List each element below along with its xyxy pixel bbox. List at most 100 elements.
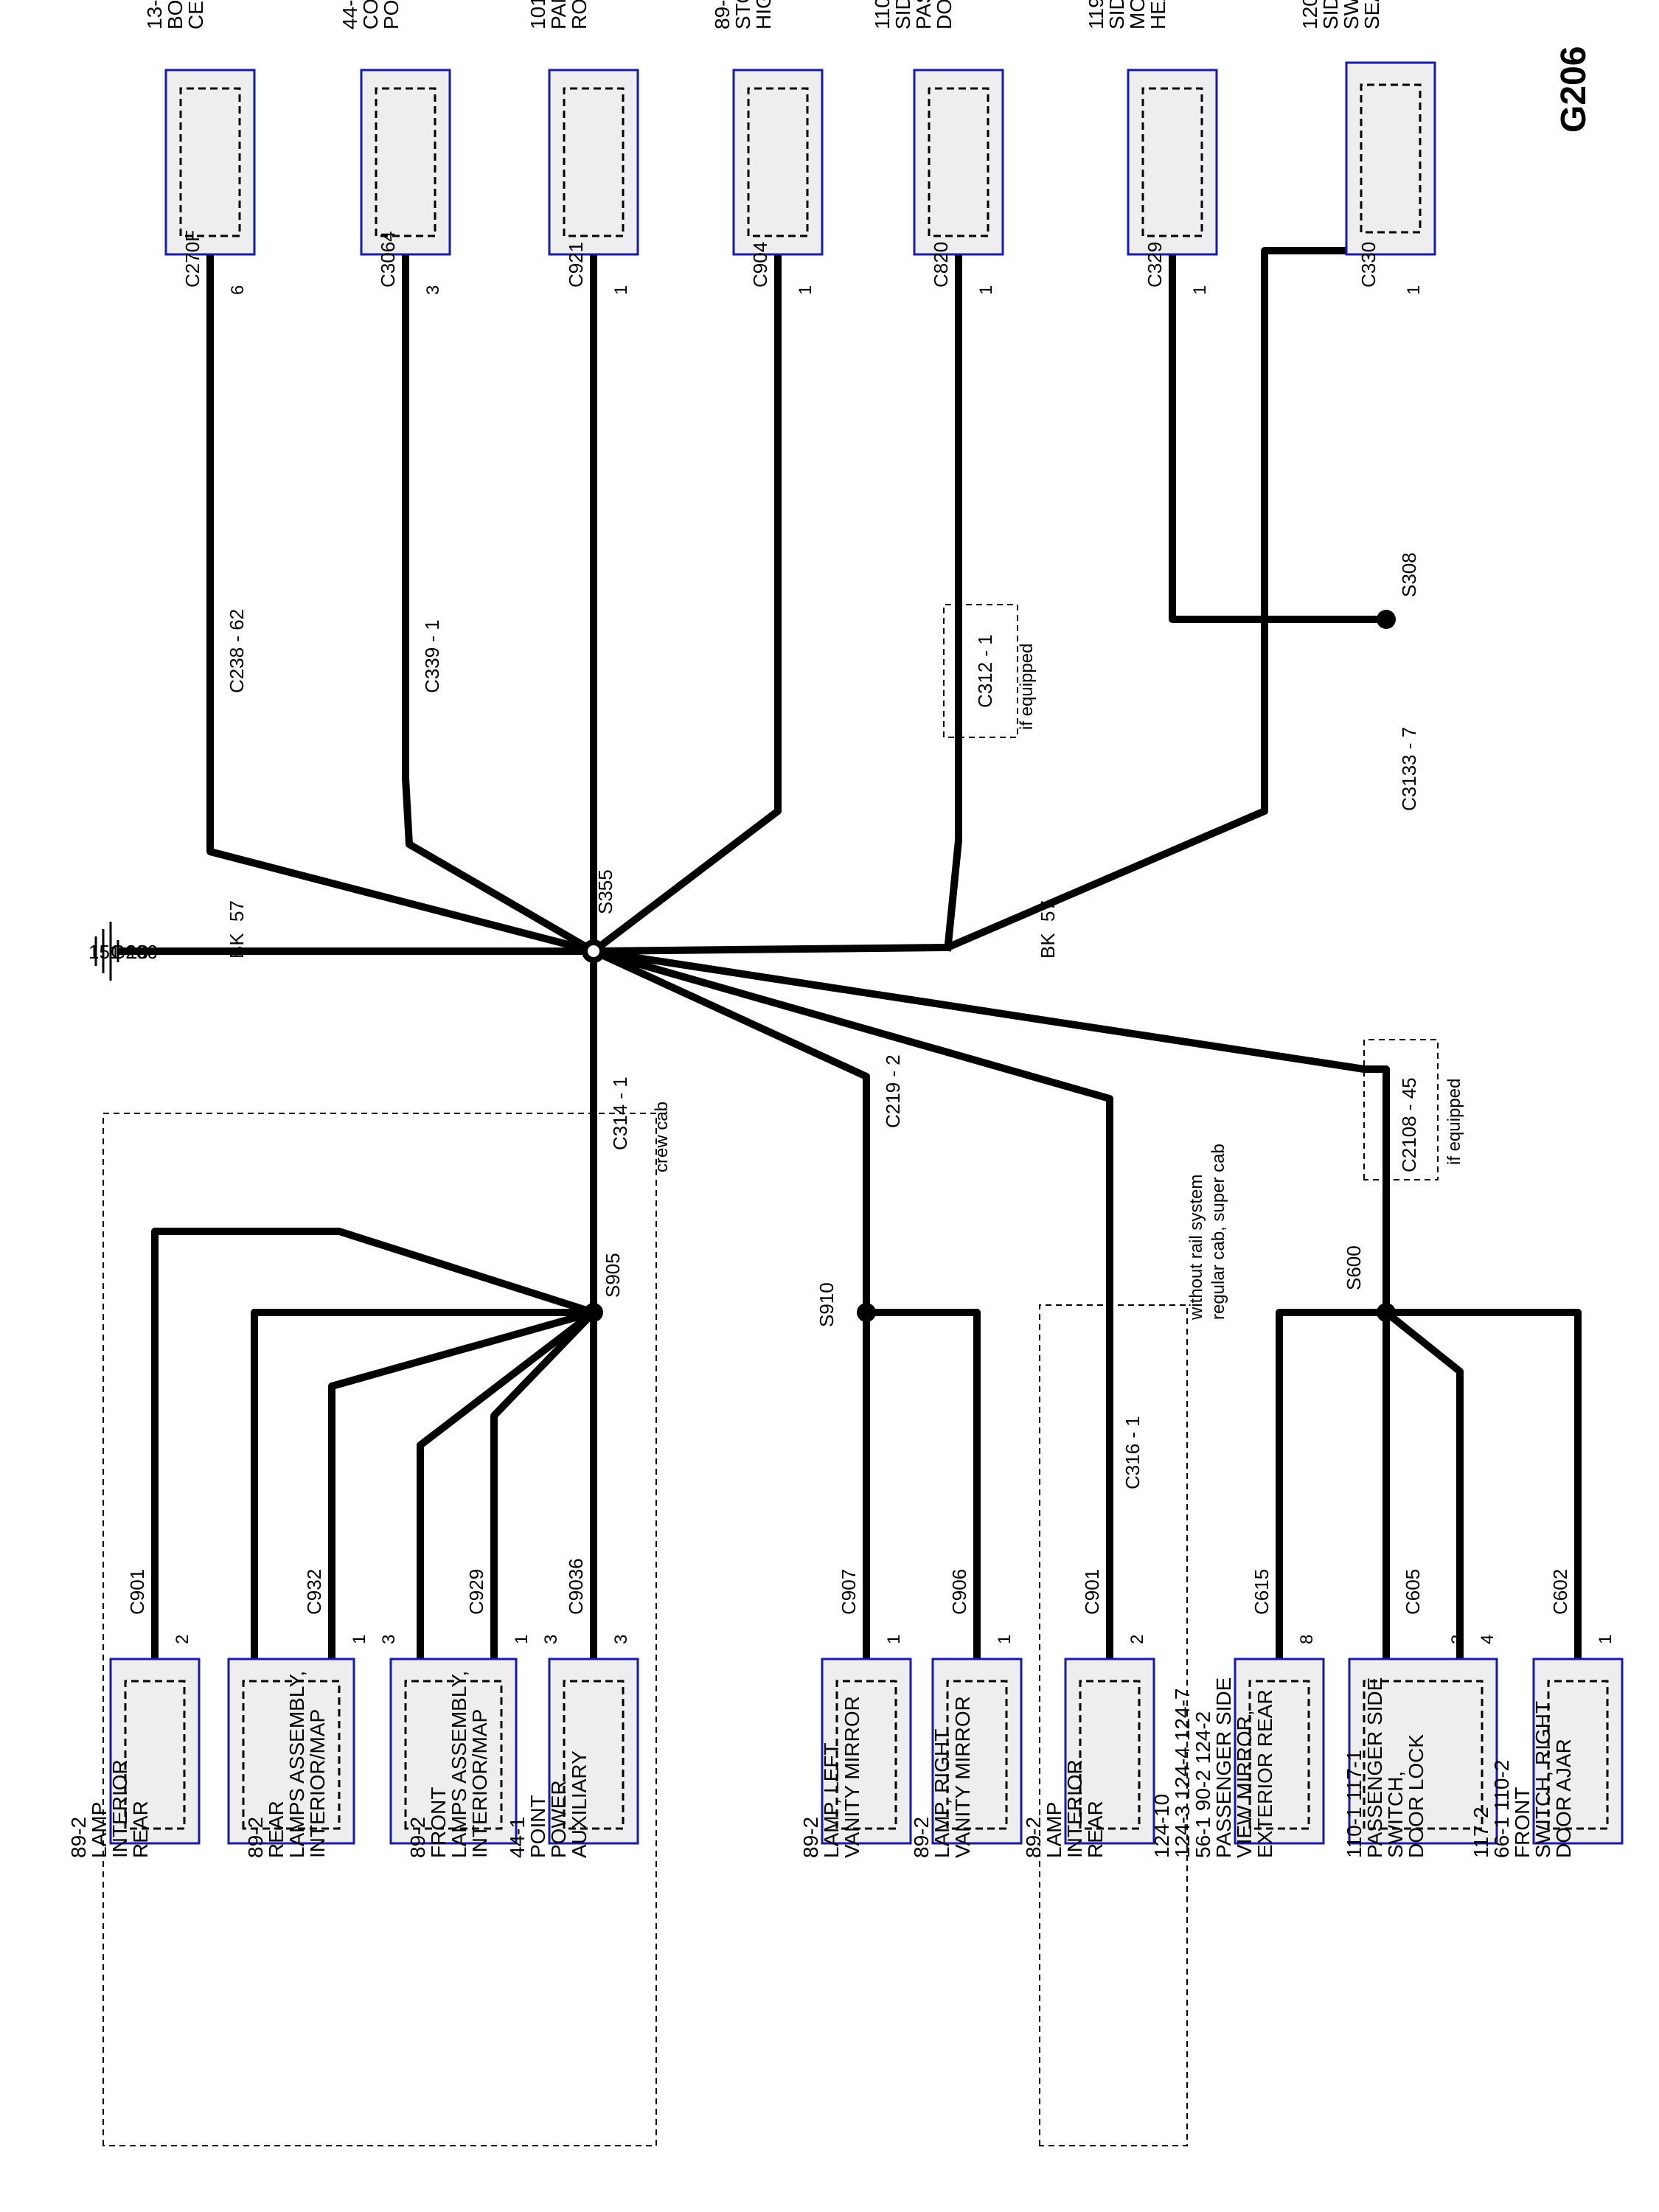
note-if-equipped-c2108: if equipped [1444, 1079, 1464, 1165]
bottom-component-name: POINT [526, 1795, 549, 1858]
bottom-component-name: LAMP, LEFT [820, 1742, 843, 1858]
aux-power-box[interactable] [548, 1658, 639, 1845]
top-connector-label: C921 [565, 242, 587, 288]
splice-s355-label: S355 [594, 869, 616, 914]
wire-front-map-1 [417, 1310, 597, 1659]
bottom-component-ref: 89-2 [406, 1817, 429, 1858]
heated-seat-box[interactable] [1127, 69, 1218, 256]
top-component-ref: 13-4 [143, 0, 166, 29]
splice-dots [582, 610, 1396, 1322]
door-lock-box[interactable] [1348, 1658, 1498, 1845]
bottom-connector-label: C932 [303, 1569, 325, 1615]
bottom-component-name: REAR [1084, 1801, 1107, 1858]
exterior-mirror-box[interactable] [1234, 1658, 1325, 1845]
top-component-name: PANEL MODULE [547, 0, 570, 29]
bottom-connector-pin: 3 [541, 1635, 561, 1644]
ground-ref: 151-18 [88, 941, 148, 963]
top-component-name: SEAT CONTROL [1360, 0, 1383, 29]
vanity-left-box[interactable] [821, 1658, 912, 1845]
front-map-box[interactable] [389, 1658, 518, 1845]
bottom-connector-pin: 2 [1127, 1635, 1147, 1644]
bottom-connector-pin: 1 [884, 1635, 904, 1644]
bottom-component-ref: 66-1 110-2 [1490, 1760, 1513, 1858]
wire-powerpoint-console [402, 255, 596, 955]
bottom-component-name: REAR [265, 1801, 288, 1858]
top-connector-pin: 1 [1190, 285, 1210, 295]
rear-map-box[interactable] [227, 1658, 355, 1845]
top-connector-label: C270F [181, 230, 204, 288]
bottom-component-ref: 117-2 [1470, 1806, 1492, 1858]
bottom-connector-pin: 8 [1297, 1635, 1317, 1644]
inline-c314: C314 - 1 [609, 1077, 631, 1150]
splice-s905-label: S905 [602, 1253, 624, 1298]
bottom-connector-pin: 3 [379, 1635, 399, 1644]
bottom-connector-label: C907 [838, 1569, 860, 1615]
powerpoint-console-box[interactable] [360, 69, 451, 256]
bottom-component-name: PASSENGER SIDE [1363, 1677, 1386, 1858]
note-regular-cab-1: regular cab, super cab [1208, 1144, 1228, 1320]
stoplamp-box[interactable] [732, 69, 824, 256]
bottom-connector-pin: 1 [512, 1635, 532, 1644]
bottom-connector-label: C929 [465, 1569, 487, 1615]
bottom-component-boxes [109, 1658, 1624, 1845]
wire-c605-4 [1383, 1310, 1464, 1659]
top-connector-pin: 1 [611, 285, 631, 295]
wire-s600 [593, 947, 1390, 1312]
bottom-connector-label: C605 [1402, 1569, 1424, 1615]
labels: S355 S308 S600 S910 S905 G206 151-18 C31… [88, 552, 1464, 1489]
bottom-component-name: VANITY MIRROR [841, 1696, 863, 1858]
rear-lamp-regcab-box[interactable] [1064, 1658, 1155, 1845]
top-component-name: HIGH MOUNTED [752, 0, 775, 29]
wire-rear-map-1 [251, 1309, 594, 1659]
top-component-name: SIDE FRONT [1105, 0, 1128, 29]
bottom-component-name: INTERIOR [108, 1759, 131, 1858]
bottom-component-name: LAMP, RIGHT [931, 1729, 953, 1858]
wire-cjb [206, 255, 595, 955]
seat-control-box[interactable] [1345, 61, 1436, 256]
wire-door-ajar-rear [944, 255, 962, 952]
wire-rear-map-3 [328, 1309, 595, 1659]
bottom-component-name: LAMP [88, 1802, 111, 1858]
wire-heated-seat [1169, 255, 1386, 623]
bottom-component-name: FRONT [1511, 1787, 1534, 1858]
bottom-component-name: LAMP [1043, 1802, 1065, 1858]
bottom-connector-pin: 2 [173, 1635, 192, 1644]
top-component-name: SIDE FRONT [1319, 0, 1342, 29]
cjb-box[interactable] [164, 69, 256, 256]
bottom-component-ref: 89-2 [910, 1817, 933, 1858]
ground-symbol [94, 922, 119, 981]
inline-c316: C316 - 1 [1121, 1416, 1144, 1489]
regular-cab-region [1039, 1304, 1188, 2146]
bottom-component-name: VANITY MIRROR [951, 1696, 974, 1858]
if-equipped-c312-region [943, 604, 1018, 738]
bottom-component-name: DOOR AJAR [1552, 1739, 1575, 1858]
region-outlines [102, 604, 1439, 2146]
bottom-component-name: FRONT [427, 1787, 450, 1858]
top-component-ref: 101-1 [526, 0, 549, 29]
bottom-connector-label: C602 [1549, 1569, 1571, 1615]
top-connector-pin: 1 [1404, 285, 1424, 295]
top-component-name: PASSENGER [912, 0, 935, 29]
bottom-component-name: LAMPS ASSEMBLY, [285, 1671, 308, 1858]
ground-name: G206 [111, 941, 158, 963]
bottom-component-name: SWITCH, [1384, 1771, 1407, 1858]
bottom-component-ref: 56-1 90-2 124-2 [1192, 1711, 1214, 1858]
bottom-component-ref: 89-2 [67, 1817, 90, 1858]
vanity-right-box[interactable] [931, 1658, 1023, 1845]
bottom-component-name: SWITCH, RIGHT [1531, 1701, 1554, 1858]
crew-cab-region [102, 1113, 657, 2146]
rear-lamp-crew-box[interactable] [109, 1658, 201, 1845]
bottom-component-ref: 44-1 [506, 1817, 529, 1858]
wires [118, 247, 1582, 1659]
door-ajar-front-box[interactable] [1532, 1658, 1624, 1845]
door-ajar-rear-box[interactable] [913, 69, 1004, 256]
roof-panel-box[interactable] [548, 69, 639, 256]
bottom-connector-pin: 1 [995, 1635, 1015, 1644]
top-component-name: CENTRAL JUNCTION [184, 0, 207, 29]
bottom-connector-pin: 3 [1448, 1635, 1468, 1644]
inline-c3133: C3133 - 7 [1398, 727, 1420, 811]
